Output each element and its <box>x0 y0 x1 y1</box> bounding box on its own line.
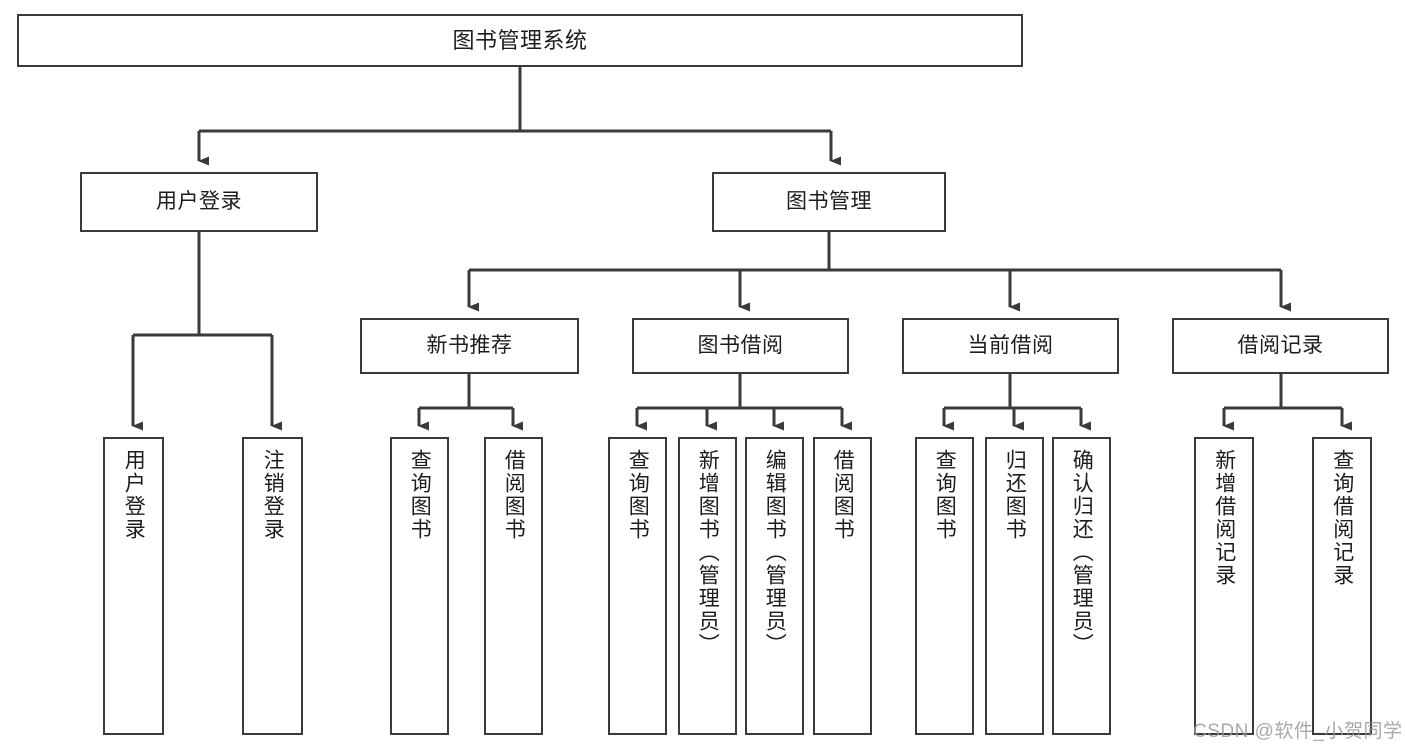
leaf-query-book-recommend[interactable]: 查询图书 <box>390 437 449 735</box>
leaf-add-borrow-record[interactable]: 新增借阅记录 <box>1194 437 1254 735</box>
leaf-label: 查询图书 <box>933 449 957 541</box>
node-user-login-label: 用户登录 <box>156 189 242 213</box>
leaf-label: 新增图书（管理员） <box>696 449 720 656</box>
leaf-borrow-book-recommend[interactable]: 借阅图书 <box>484 437 543 735</box>
node-book-borrow[interactable]: 图书借阅 <box>632 318 849 374</box>
node-root-label: 图书管理系统 <box>452 27 588 53</box>
leaf-query-borrow-record[interactable]: 查询借阅记录 <box>1312 437 1372 735</box>
node-book-borrow-label: 图书借阅 <box>697 333 784 357</box>
leaf-label: 查询借阅记录 <box>1330 449 1354 587</box>
leaf-label: 归还图书 <box>1003 449 1027 541</box>
node-borrow-record-label: 借阅记录 <box>1237 333 1324 357</box>
leaf-label: 借阅图书 <box>502 449 526 541</box>
leaf-label: 查询图书 <box>626 449 650 541</box>
node-book-management-label: 图书管理 <box>786 189 872 213</box>
leaf-label: 借阅图书 <box>831 449 855 541</box>
leaf-label: 确认归还（管理员） <box>1070 449 1094 656</box>
node-new-book-recommend-label: 新书推荐 <box>426 333 513 357</box>
leaf-label: 编辑图书（管理员） <box>763 449 787 656</box>
node-current-borrow[interactable]: 当前借阅 <box>902 318 1119 374</box>
leaf-label: 注销登录 <box>261 449 285 541</box>
leaf-edit-book-admin[interactable]: 编辑图书（管理员） <box>745 437 804 735</box>
leaf-add-book-admin[interactable]: 新增图书（管理员） <box>678 437 737 735</box>
leaf-logout-login[interactable]: 注销登录 <box>242 437 303 735</box>
leaf-user-login[interactable]: 用户登录 <box>103 437 164 735</box>
leaf-query-book-borrow[interactable]: 查询图书 <box>608 437 667 735</box>
csdn-watermark: CSDN @软件_小贺同学 <box>1193 721 1403 742</box>
leaf-label: 用户登录 <box>122 449 146 541</box>
leaf-query-book-current[interactable]: 查询图书 <box>915 437 974 735</box>
leaf-borrow-book[interactable]: 借阅图书 <box>813 437 872 735</box>
node-borrow-record[interactable]: 借阅记录 <box>1172 318 1389 374</box>
node-new-book-recommend[interactable]: 新书推荐 <box>360 318 579 374</box>
leaf-confirm-return-admin[interactable]: 确认归还（管理员） <box>1052 437 1111 735</box>
leaf-return-book[interactable]: 归还图书 <box>985 437 1044 735</box>
leaf-label: 查询图书 <box>408 449 432 541</box>
node-book-management[interactable]: 图书管理 <box>712 172 946 232</box>
leaf-label: 新增借阅记录 <box>1212 449 1236 587</box>
node-user-login[interactable]: 用户登录 <box>80 172 318 232</box>
node-root[interactable]: 图书管理系统 <box>17 14 1023 67</box>
node-current-borrow-label: 当前借阅 <box>967 333 1054 357</box>
